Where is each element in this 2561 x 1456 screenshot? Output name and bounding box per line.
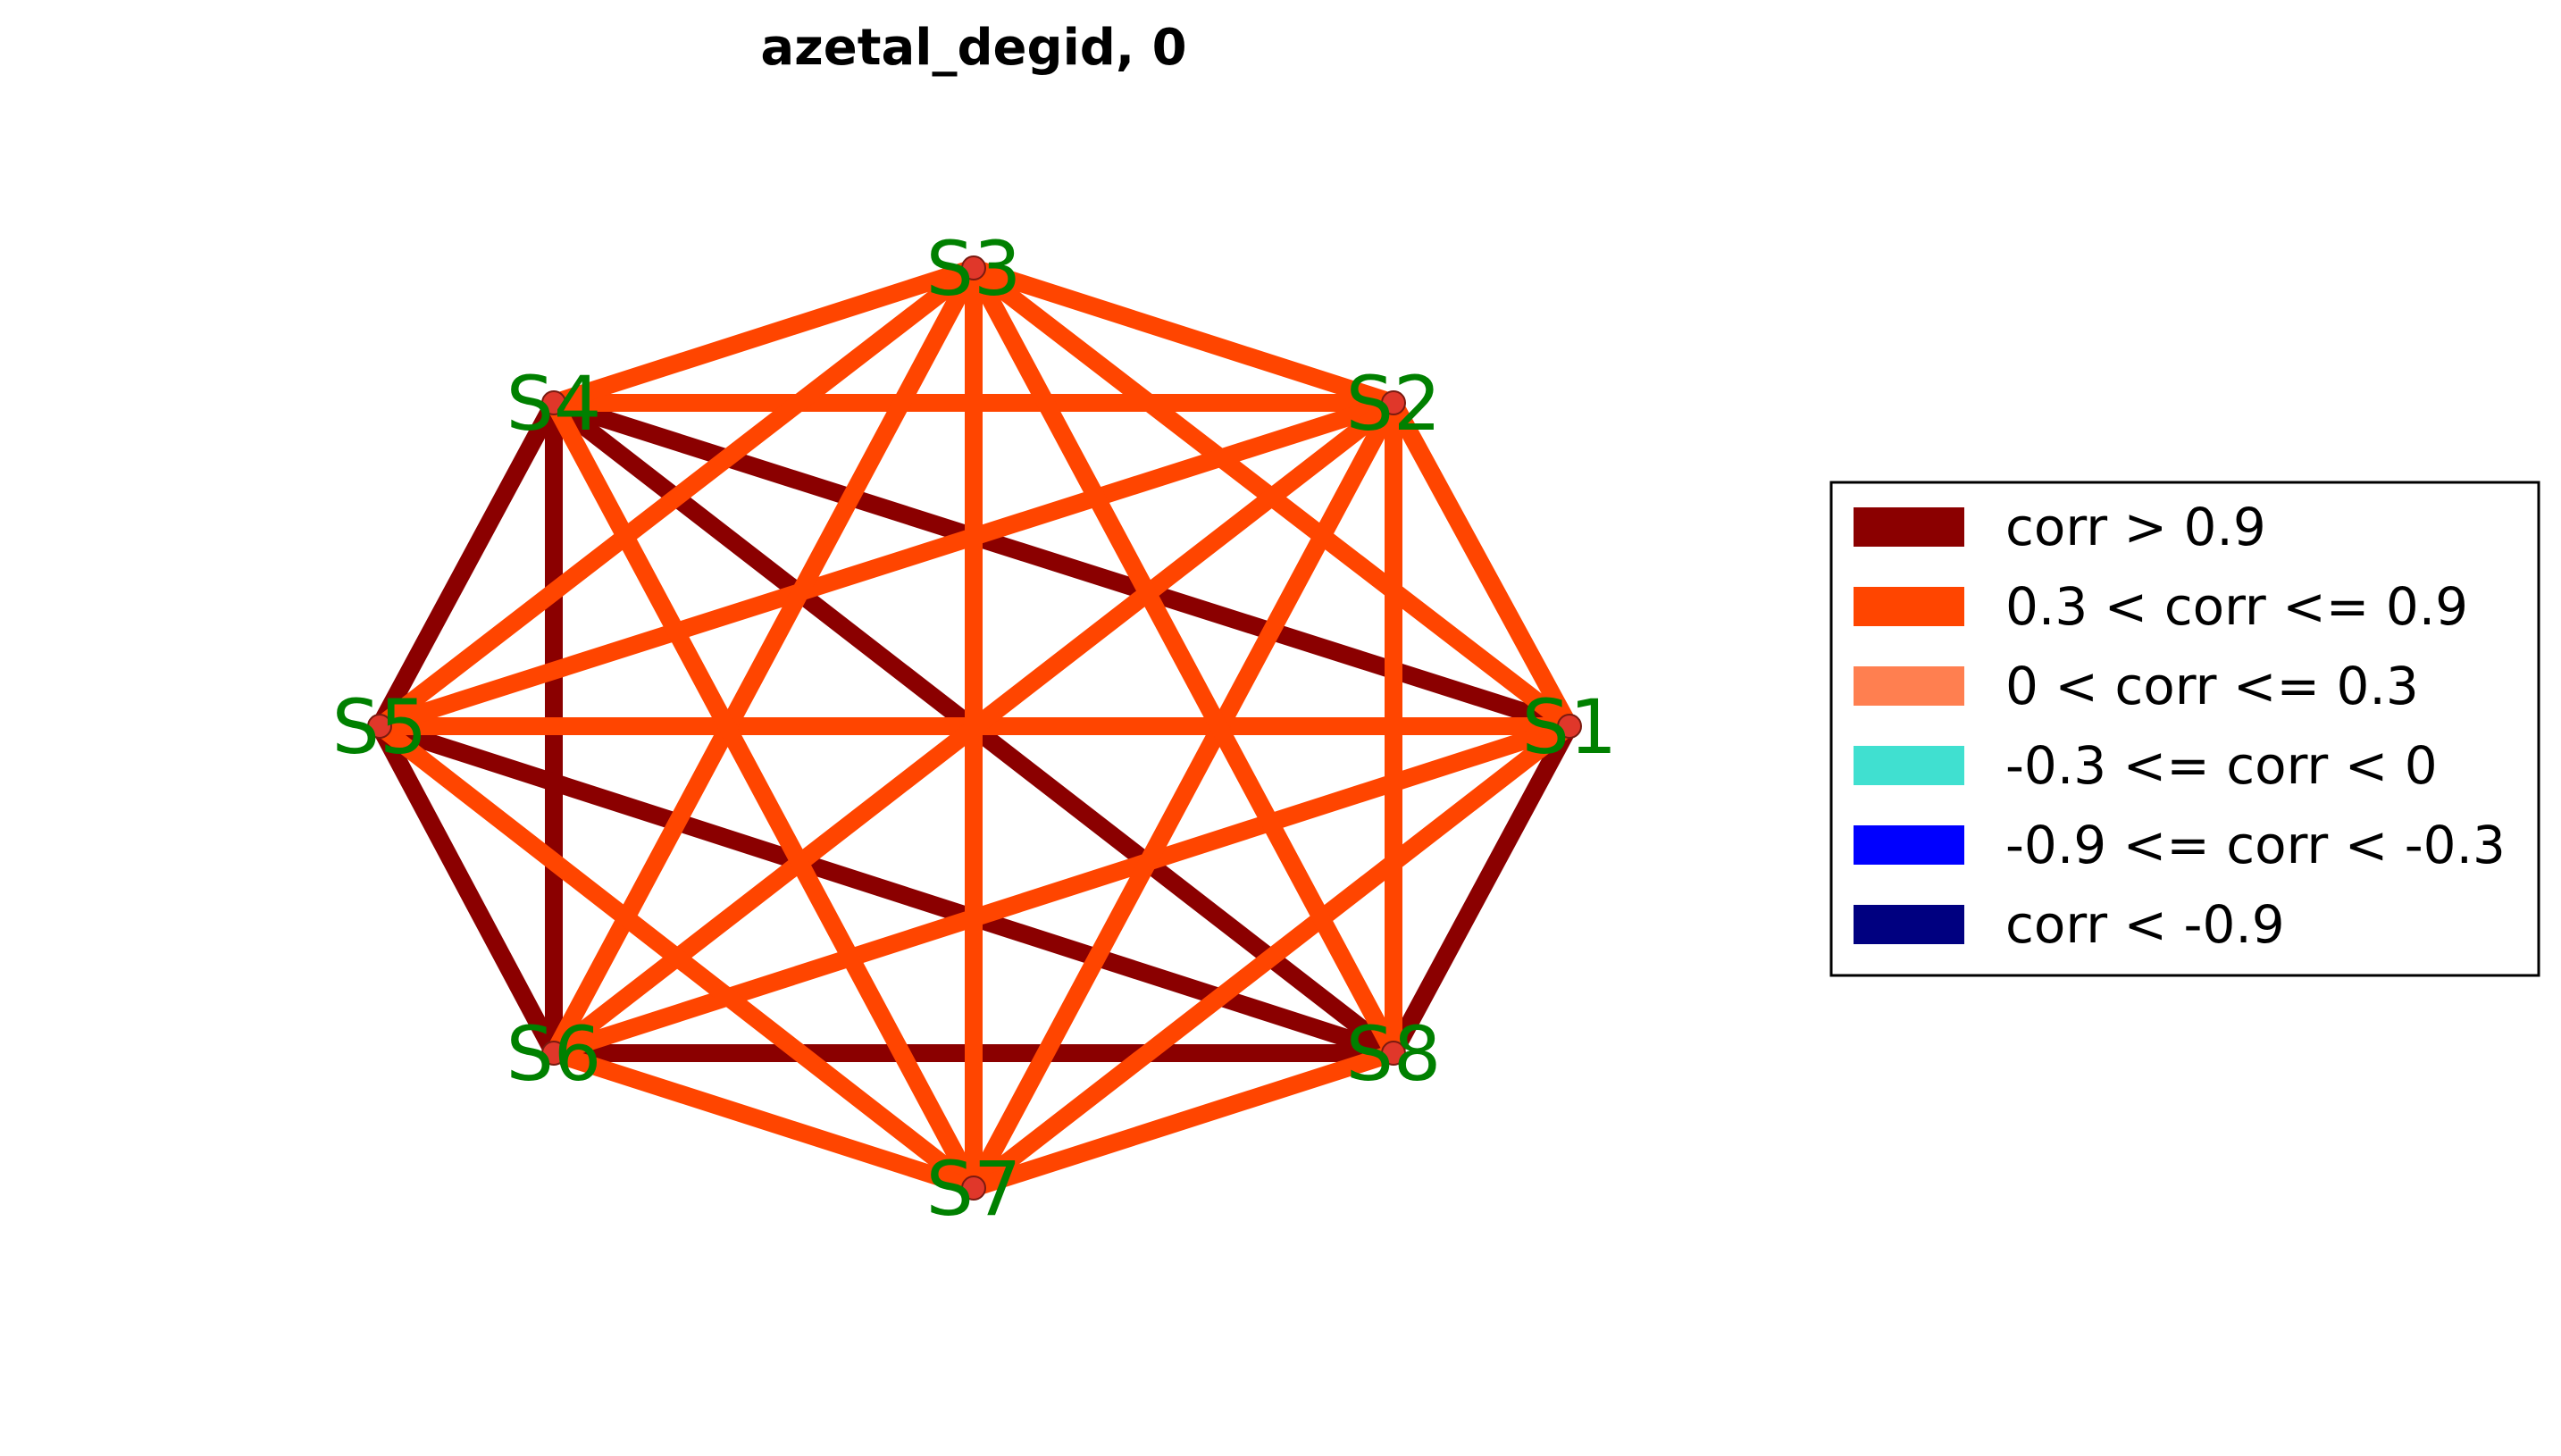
edge-s3-s8: [966, 264, 1402, 1058]
edge-s4-s7: [546, 398, 982, 1192]
edge-s3-s4: [550, 259, 977, 412]
node-s3: [961, 255, 986, 280]
legend-label: 0 < corr <= 0.3: [2005, 656, 2419, 716]
edge-s7-s8: [970, 1044, 1397, 1197]
edge-s5-s6: [372, 722, 562, 1058]
legend-swatch: [1854, 587, 1964, 626]
legend-frame: [1829, 481, 2540, 977]
edge-s1-s2: [1385, 398, 1578, 731]
legend-label: corr < -0.9: [2005, 894, 2285, 955]
nodes-layer: [367, 255, 1582, 1201]
edges-layer: [372, 259, 1578, 1197]
legend-label: -0.9 <= corr < -0.3: [2005, 815, 2506, 875]
node-label-s5: S5: [332, 683, 428, 771]
edge-s2-s3: [970, 259, 1397, 412]
legend-items: corr > 0.9 0.3 < corr <= 0.9 0 < corr <= 0…: [1854, 497, 2506, 955]
edge-s3-s5: [373, 261, 980, 733]
edge-s2-s5: [376, 394, 1397, 735]
node-label-s2: S2: [1346, 360, 1442, 448]
node-s7: [961, 1176, 986, 1201]
node-label-s4: S4: [506, 360, 602, 448]
node-label-s7: S7: [926, 1145, 1022, 1233]
legend: corr > 0.9 0.3 < corr <= 0.9 0 < corr <= 0…: [1829, 481, 2540, 977]
legend-swatch: [1854, 825, 1964, 865]
legend-swatch: [1854, 905, 1964, 944]
edge-s4-s5: [372, 398, 562, 731]
legend-label: 0.3 < corr <= 0.9: [2005, 576, 2468, 637]
node-s2: [1381, 390, 1406, 415]
node-label-s1: S1: [1522, 683, 1618, 771]
node-label-s6: S6: [506, 1010, 602, 1098]
node-s1: [1557, 714, 1582, 739]
edge-s1-s8: [1385, 722, 1578, 1058]
node-s8: [1381, 1041, 1406, 1066]
legend-swatch: [1854, 746, 1964, 785]
edge-s2-s7: [966, 398, 1402, 1192]
legend-swatch: [1854, 507, 1964, 547]
node-s4: [541, 390, 566, 415]
edge-s6-s7: [550, 1044, 977, 1197]
node-label-s8: S8: [1346, 1010, 1442, 1098]
node-label-s3: S3: [926, 225, 1022, 313]
figure-title: azetal_degid, 0: [760, 19, 1186, 77]
edge-s1-s7: [967, 719, 1576, 1195]
legend-label: -0.3 <= corr < 0: [2005, 735, 2438, 796]
node-s5: [367, 714, 392, 739]
edge-s5-s7: [373, 719, 980, 1195]
legend-label: corr > 0.9: [2005, 497, 2266, 557]
node-s6: [541, 1041, 566, 1066]
legend-swatch: [1854, 666, 1964, 706]
